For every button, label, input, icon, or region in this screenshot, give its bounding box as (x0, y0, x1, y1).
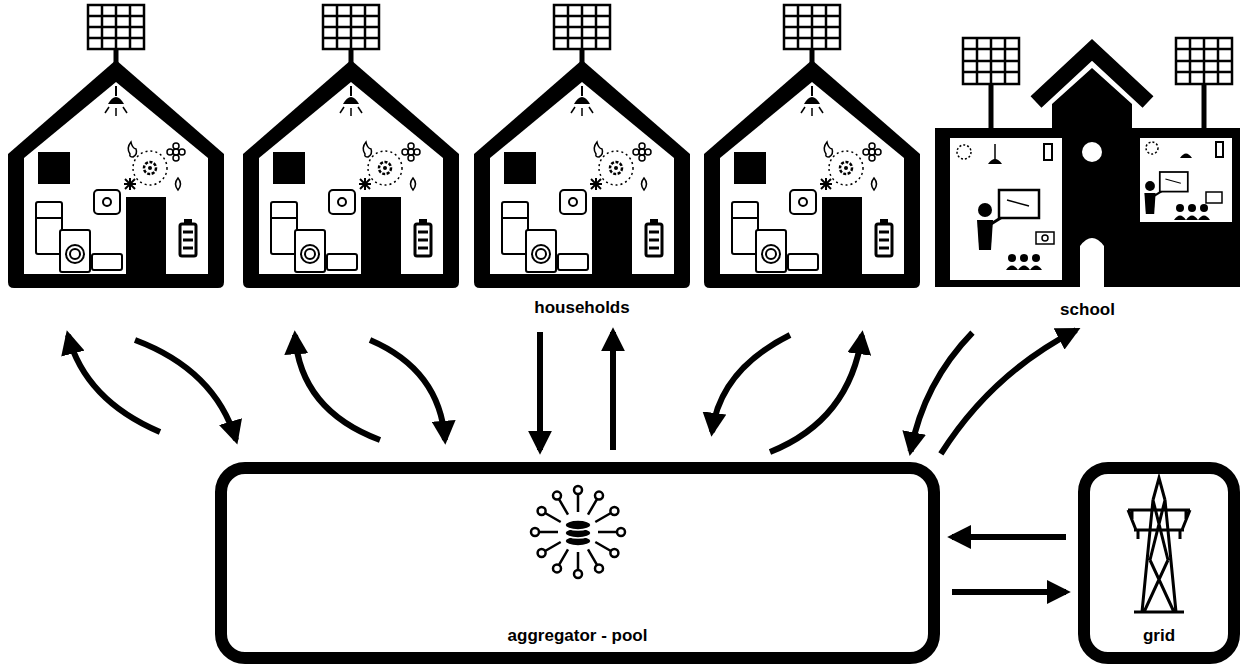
flow-arrow (952, 589, 1066, 595)
node-label: households (534, 298, 629, 318)
household-node: households (474, 8, 690, 320)
node-text-group: households (534, 298, 629, 318)
flow-arrow (952, 534, 1066, 540)
node-label: aggregator - pool (508, 626, 648, 646)
grid-box: grid (1078, 462, 1240, 664)
flow-arrow (941, 330, 1076, 454)
node-text-group: grid (1143, 626, 1175, 646)
flow-arrow (537, 332, 543, 450)
node-text-group: school (1060, 300, 1115, 320)
flow-arrow (610, 332, 616, 450)
node-text-group: aggregator - pool (508, 626, 648, 646)
flow-arrow (911, 333, 973, 452)
aggregator-pool-box: aggregator - pool (215, 462, 940, 664)
node-label: grid (1143, 626, 1175, 646)
node-label: school (1060, 300, 1115, 320)
school-node: school (935, 30, 1240, 322)
